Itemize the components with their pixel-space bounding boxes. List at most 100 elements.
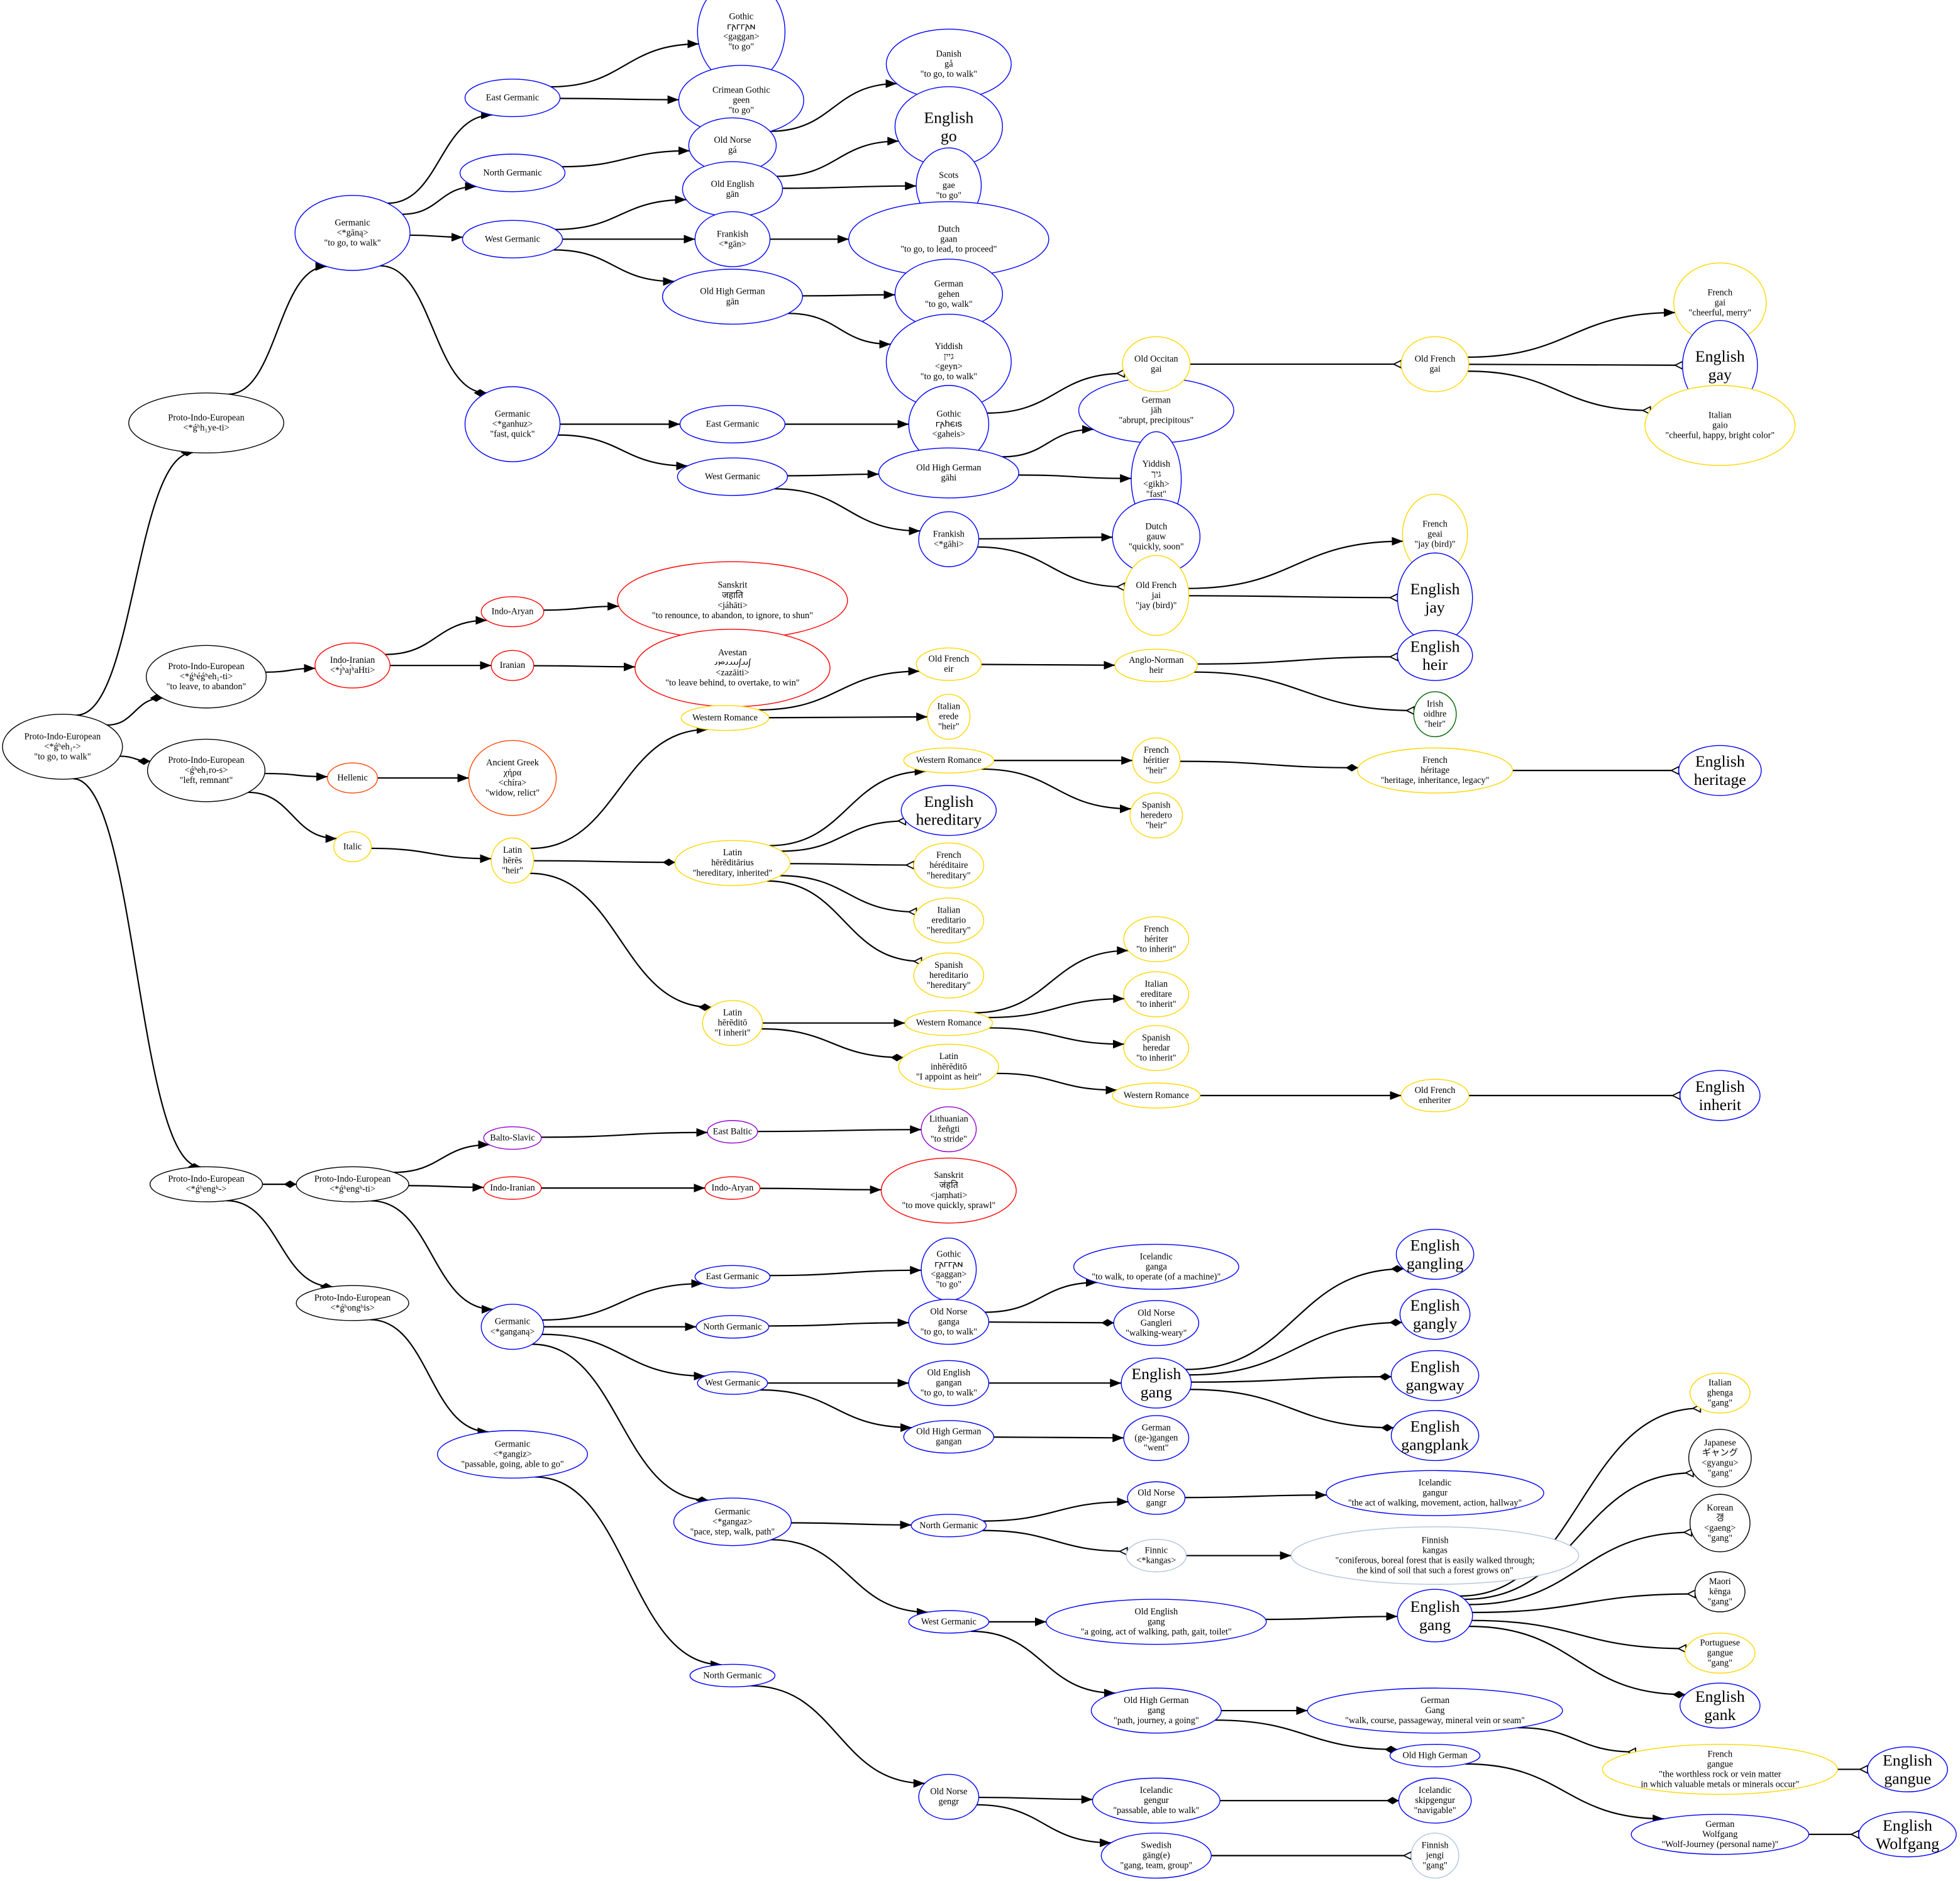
etymology-node[interactable] [704,1176,761,1200]
etymology-node[interactable] [490,837,534,884]
etymology-node[interactable] [483,1176,542,1200]
etymology-node[interactable] [1123,555,1190,636]
english-word-node[interactable] [1397,630,1473,681]
etymology-node[interactable] [694,211,771,267]
etymology-node[interactable] [459,153,566,192]
english-word-node[interactable] [1680,1070,1761,1121]
etymology-node[interactable] [1112,1082,1201,1109]
etymology-node[interactable] [1389,1744,1481,1768]
etymology-node[interactable] [689,1663,776,1687]
etymology-node[interactable] [904,1010,994,1036]
etymology-node[interactable] [1307,1687,1563,1734]
english-word-node[interactable] [1121,1357,1192,1409]
etymology-node[interactable] [880,1157,1017,1224]
etymology-node[interactable] [145,645,267,709]
etymology-node[interactable] [1123,971,1190,1018]
etymology-node[interactable] [1122,336,1191,392]
english-word-node[interactable] [1395,1229,1475,1280]
etymology-node[interactable] [464,386,561,462]
etymology-node[interactable] [333,831,372,862]
etymology-node[interactable] [677,457,789,496]
etymology-node[interactable] [296,1285,409,1321]
etymology-node[interactable] [680,705,770,731]
etymology-node[interactable] [903,1420,995,1454]
etymology-node[interactable] [707,1120,758,1144]
etymology-node[interactable] [1400,1079,1470,1113]
etymology-node[interactable] [1602,1744,1838,1795]
etymology-node[interactable] [464,79,561,118]
etymology-node[interactable] [1114,648,1199,682]
etymology-node[interactable] [908,1299,990,1345]
etymology-node[interactable] [1684,1633,1756,1674]
etymology-node[interactable] [1688,1429,1752,1487]
etymology-node[interactable] [480,1304,545,1350]
etymology-node[interactable] [128,392,284,453]
english-word-node[interactable] [1397,1589,1473,1643]
etymology-node[interactable] [149,1166,263,1202]
english-word-node[interactable] [1678,745,1762,796]
etymology-node[interactable] [1413,691,1457,738]
etymology-node[interactable] [480,596,545,628]
etymology-node[interactable] [695,1315,770,1339]
etymology-node[interactable] [898,1043,1000,1090]
etymology-node[interactable] [1090,1687,1222,1734]
english-word-node[interactable] [1390,1350,1480,1401]
etymology-node[interactable] [916,647,982,681]
etymology-node[interactable] [921,1106,977,1153]
etymology-node[interactable] [1410,1833,1459,1879]
etymology-node[interactable] [913,842,985,889]
english-word-node[interactable] [1399,1289,1471,1340]
etymology-node[interactable] [1113,1300,1200,1346]
etymology-node[interactable] [1326,1470,1544,1516]
etymology-node[interactable] [1689,1494,1751,1553]
etymology-node[interactable] [913,897,985,944]
etymology-node[interactable] [674,840,791,886]
etymology-node[interactable] [1127,1481,1186,1515]
etymology-node[interactable] [490,650,534,681]
etymology-node[interactable] [1132,737,1181,784]
etymology-node[interactable] [1398,1777,1472,1824]
etymology-node[interactable] [437,1430,589,1479]
etymology-node[interactable] [483,1126,542,1150]
english-word-node[interactable] [1867,1746,1948,1792]
etymology-node[interactable] [908,1360,990,1406]
etymology-node[interactable] [878,447,1019,499]
etymology-node[interactable] [908,1610,990,1634]
etymology-node[interactable] [702,1000,763,1046]
etymology-node[interactable] [1129,792,1183,839]
etymology-node[interactable] [1126,1539,1187,1573]
etymology-node[interactable] [1631,1814,1810,1855]
etymology-node[interactable] [327,762,379,794]
etymology-node[interactable] [1092,1777,1221,1824]
etymology-node[interactable] [694,1265,771,1289]
etymology-node[interactable] [927,694,971,740]
etymology-node[interactable] [673,1497,792,1546]
english-word-node[interactable] [1680,1682,1761,1729]
etymology-node[interactable] [147,738,266,802]
etymology-node[interactable] [1100,1833,1212,1879]
etymology-node[interactable] [1123,1415,1190,1462]
etymology-node[interactable] [1046,1599,1267,1645]
etymology-node[interactable] [1694,1571,1746,1612]
etymology-node[interactable] [294,195,411,271]
etymology-node[interactable] [1073,1243,1239,1290]
etymology-node[interactable] [314,642,390,689]
etymology-node[interactable] [296,1166,409,1202]
etymology-node[interactable] [1123,1024,1190,1071]
etymology-node[interactable] [679,404,786,444]
english-word-node[interactable] [900,785,997,836]
english-word-node[interactable] [1390,1410,1480,1462]
etymology-node[interactable] [662,269,803,325]
etymology-node[interactable] [462,219,563,258]
english-word-node[interactable] [1858,1811,1957,1858]
etymology-node[interactable] [1400,336,1470,392]
etymology-node[interactable] [1357,747,1514,794]
etymology-node[interactable] [903,747,995,774]
etymology-node[interactable] [1689,1372,1751,1414]
etymology-node[interactable] [2,713,123,780]
etymology-node[interactable] [1290,1526,1580,1585]
etymology-node[interactable] [697,1371,768,1395]
etymology-node[interactable] [911,1514,987,1538]
etymology-node[interactable] [913,952,985,999]
etymology-node[interactable] [1644,385,1796,466]
